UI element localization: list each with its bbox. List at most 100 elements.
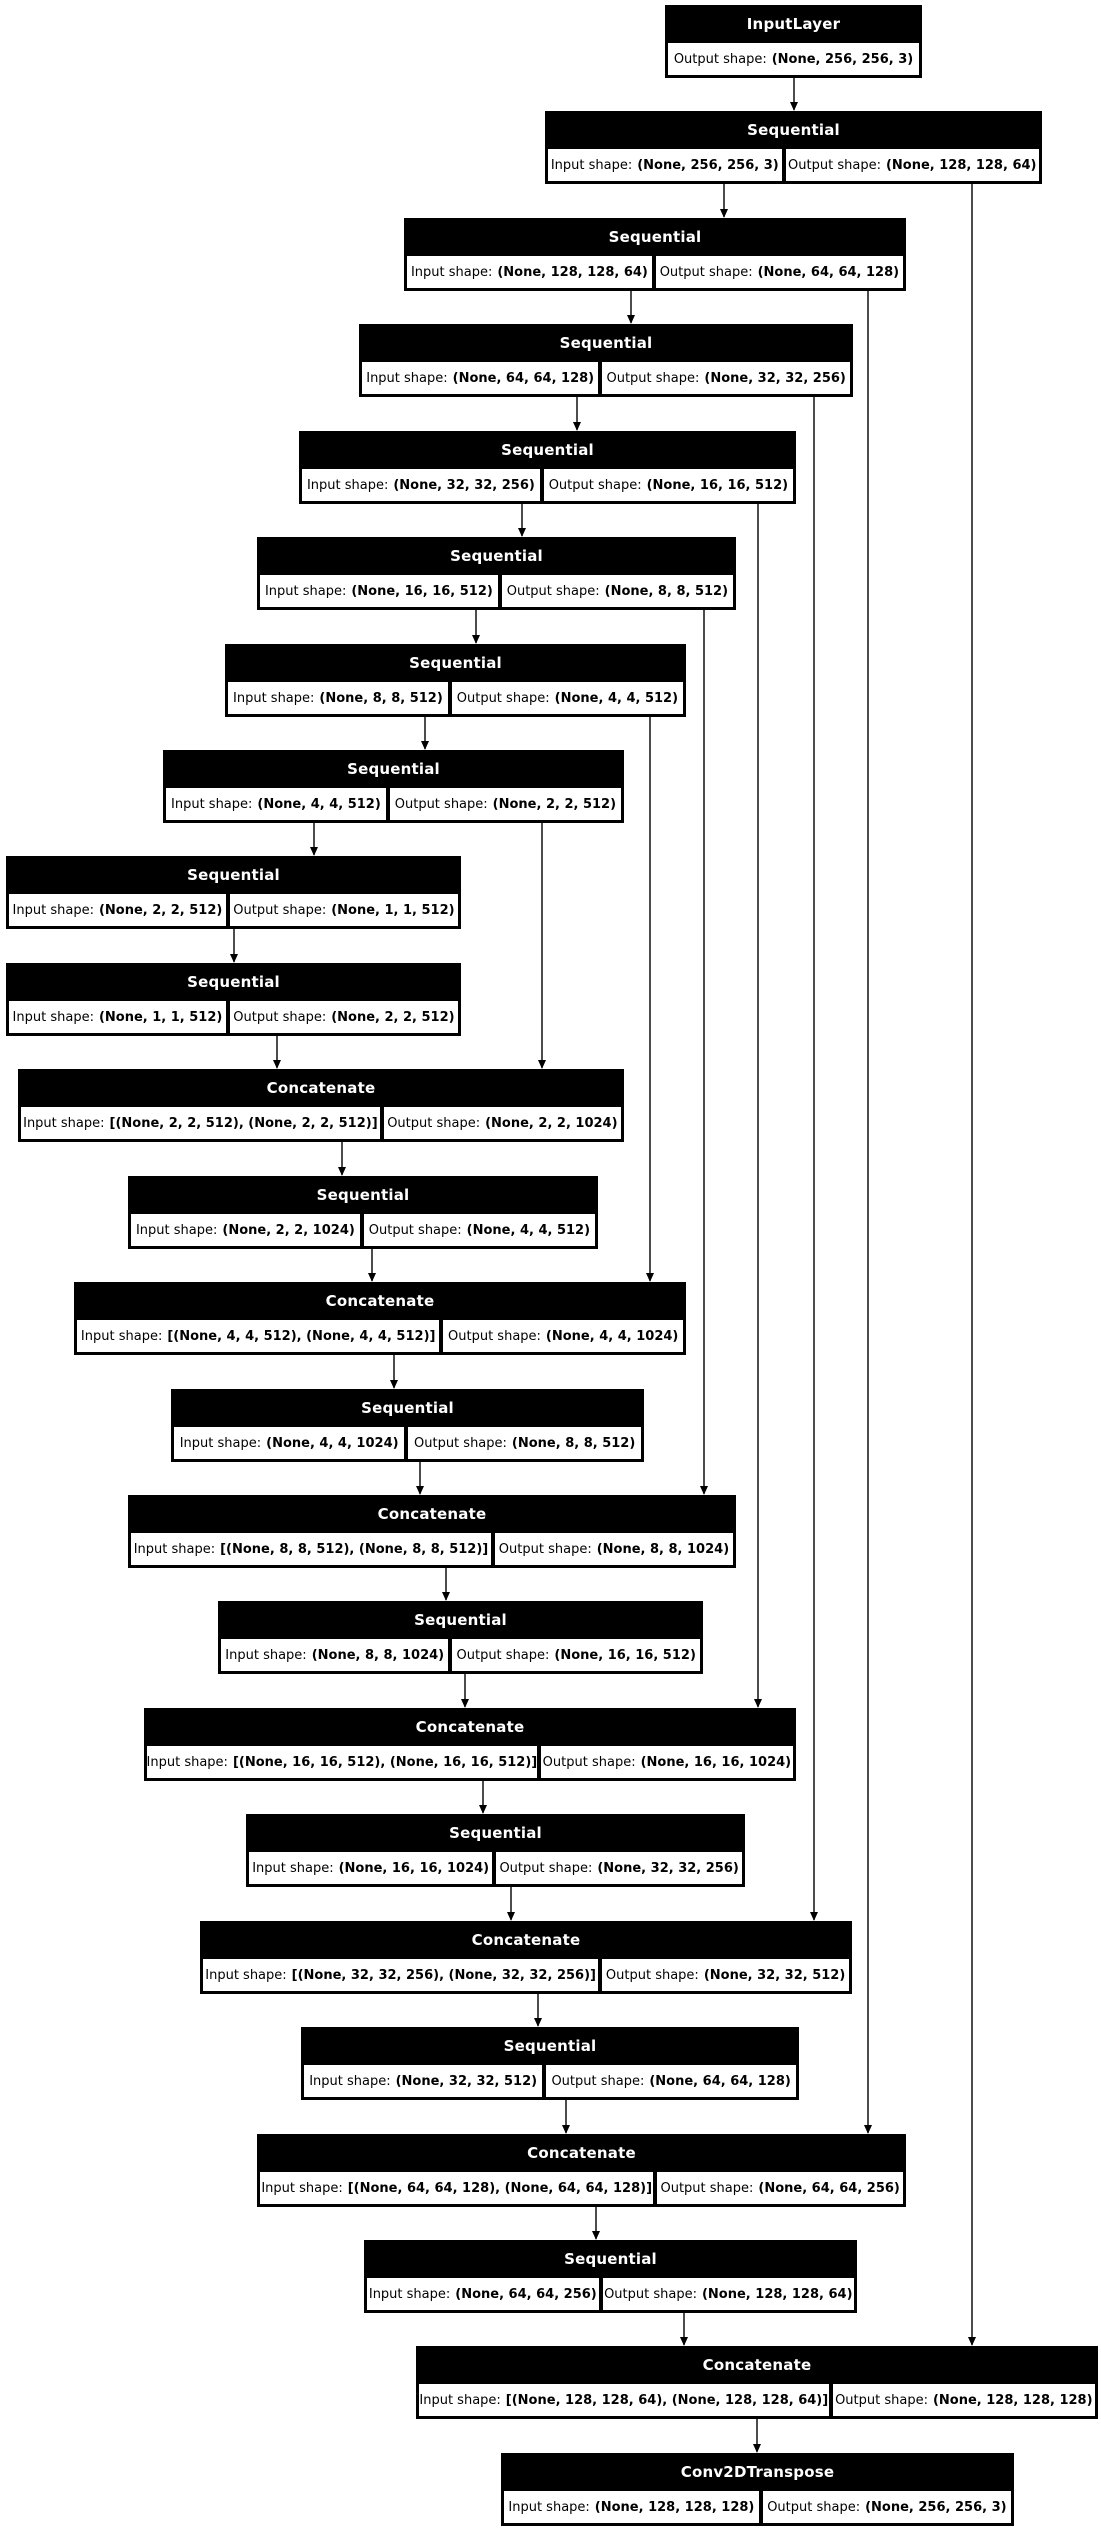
node-title: Concatenate — [527, 2143, 636, 2162]
output-shape-label: Output shape: — [456, 690, 550, 706]
shape-cells: Output shape:(None, 256, 256, 3) — [665, 42, 922, 78]
node-title: Sequential — [608, 227, 702, 246]
shape-cells: Input shape:(None, 8, 8, 1024)Output sha… — [218, 1638, 703, 1674]
output-shape-label: Output shape: — [368, 1222, 462, 1238]
node-title: Sequential — [361, 1398, 454, 1417]
input-shape-value: [(None, 8, 8, 512), (None, 8, 8, 512)] — [220, 1541, 489, 1557]
node-title: Sequential — [501, 440, 594, 459]
output-shape-cell: Output shape:(None, 16, 16, 1024) — [539, 1745, 794, 1779]
output-shape-label: Output shape: — [604, 2286, 697, 2302]
output-shape-value: (None, 128, 128, 128) — [932, 2392, 1093, 2408]
input-shape-value: (None, 8, 8, 1024) — [311, 1647, 445, 1663]
input-shape-value: (None, 1, 1, 512) — [98, 1009, 223, 1025]
input-shape-cell: Input shape:(None, 128, 128, 128) — [503, 2490, 760, 2524]
output-shape-cell: Output shape:(None, 128, 128, 128) — [831, 2383, 1096, 2417]
output-shape-cell: Output shape:(None, 2, 2, 1024) — [382, 1106, 622, 1140]
output-shape-value: (None, 4, 4, 512) — [554, 690, 679, 706]
output-shape-value: (None, 64, 64, 256) — [758, 2180, 900, 2196]
shape-cells: Input shape:(None, 64, 64, 256)Output sh… — [364, 2277, 857, 2313]
output-shape-cell: Output shape:(None, 1, 1, 512) — [228, 893, 459, 927]
input-shape-value: (None, 64, 64, 256) — [455, 2286, 597, 2302]
output-shape-value: (None, 128, 128, 64) — [701, 2286, 853, 2302]
output-shape-label: Output shape: — [835, 2392, 928, 2408]
node-title: Sequential — [564, 2249, 657, 2268]
shape-cells: Input shape:[(None, 16, 16, 512), (None,… — [144, 1745, 796, 1781]
input-shape-value: (None, 64, 64, 128) — [452, 370, 595, 386]
shape-cells: Input shape:(None, 32, 32, 512) Output sh… — [301, 2064, 799, 2100]
input-shape-cell: Input shape:(None, 8, 8, 1024) — [220, 1638, 450, 1672]
node-title: Concatenate — [415, 1717, 525, 1736]
input-shape-label: Input shape: — [419, 2392, 501, 2408]
input-shape-label: Input shape: — [508, 2499, 590, 2515]
output-shape-cell: Output shape:(None, 64, 64, 256) — [656, 2171, 904, 2205]
input-shape-value: (None, 32, 32, 512) — [395, 2073, 538, 2089]
input-shape-label: Input shape: — [366, 370, 448, 386]
input-shape-value: (None, 2, 2, 512) — [98, 902, 223, 918]
input-shape-label: Input shape: — [225, 1647, 307, 1663]
output-shape-value: (None, 4, 4, 512) — [466, 1222, 591, 1238]
input-shape-cell: Input shape:(None, 1, 1, 512) — [8, 1000, 227, 1034]
input-shape-label: Input shape: — [135, 1222, 218, 1238]
input-shape-cell: Input shape:(None, 128, 128, 64) — [406, 255, 653, 289]
shape-cells: Input shape:(None, 4, 4, 1024)Output sha… — [171, 1426, 644, 1462]
node-title: Sequential — [559, 333, 653, 352]
output-shape-label: Output shape: — [551, 2073, 645, 2089]
shape-cells: Input shape:(None, 128, 128, 128) Output … — [501, 2490, 1014, 2526]
shape-cells: Input shape:[(None, 128, 128, 64), (None… — [416, 2383, 1098, 2419]
output-shape-cell: Output shape:(None, 16, 16, 512) — [542, 468, 794, 502]
input-shape-cell: Input shape:(None, 4, 4, 512) — [165, 787, 387, 821]
output-shape-label: Output shape: — [498, 1541, 592, 1557]
node-title: Sequential — [450, 546, 543, 565]
input-shape-value: (None, 16, 16, 512) — [351, 583, 493, 599]
shape-cells: Input shape:(None, 2, 2, 1024)Output sha… — [128, 1213, 598, 1249]
input-shape-cell: Input shape:(None, 32, 32, 512) — [303, 2064, 544, 2098]
input-shape-label: Input shape: — [23, 1115, 105, 1131]
input-shape-value: [(None, 4, 4, 512), (None, 4, 4, 512)] — [167, 1328, 436, 1344]
output-shape-value: (None, 16, 16, 512) — [554, 1647, 696, 1663]
input-shape-cell: Input shape:[(None, 128, 128, 64), (None… — [418, 2383, 830, 2417]
output-shape-value: (None, 16, 16, 512) — [646, 477, 789, 493]
output-shape-value: (None, 256, 256, 3) — [771, 51, 914, 67]
output-shape-label: Output shape: — [659, 264, 753, 280]
input-shape-value: (None, 4, 4, 1024) — [266, 1435, 399, 1451]
output-shape-label: Output shape: — [606, 370, 700, 386]
output-shape-cell: Output shape:(None, 8, 8, 1024) — [493, 1532, 734, 1566]
input-shape-value: (None, 128, 128, 64) — [497, 264, 648, 280]
output-shape-label: Output shape: — [448, 1328, 541, 1344]
shape-cells: Input shape:(None, 16, 16, 512)Output sh… — [257, 574, 736, 610]
output-shape-label: Output shape: — [394, 796, 488, 812]
shape-cells: Input shape:(None, 2, 2, 512)Output shap… — [6, 893, 461, 929]
output-shape-cell: Output shape:(None, 2, 2, 512) — [388, 787, 622, 821]
node-title: Sequential — [187, 972, 280, 991]
output-shape-cell: Output shape:(None, 8, 8, 512) — [500, 574, 734, 608]
shape-cells: Input shape:[(None, 2, 2, 512), (None, 2… — [18, 1106, 624, 1142]
node-title: Concatenate — [471, 1930, 581, 1949]
output-shape-label: Output shape: — [660, 2180, 754, 2196]
output-shape-value: (None, 2, 2, 512) — [492, 796, 617, 812]
output-shape-label: Output shape: — [767, 2499, 861, 2515]
shape-cells: Input shape:[(None, 32, 32, 256), (None,… — [200, 1958, 852, 1994]
output-shape-cell: Output shape:(None, 128, 128, 64) — [601, 2277, 855, 2311]
shape-cells: Input shape:[(None, 8, 8, 512), (None, 8… — [128, 1532, 736, 1568]
input-shape-value: (None, 8, 8, 512) — [319, 690, 443, 706]
input-shape-label: Input shape: — [179, 1435, 262, 1451]
input-shape-label: Input shape: — [550, 157, 633, 173]
node-title: Sequential — [409, 653, 502, 672]
input-shape-label: Input shape: — [264, 583, 347, 599]
input-shape-label: Input shape: — [12, 1009, 94, 1025]
input-shape-cell: Input shape:(None, 16, 16, 512) — [259, 574, 499, 608]
